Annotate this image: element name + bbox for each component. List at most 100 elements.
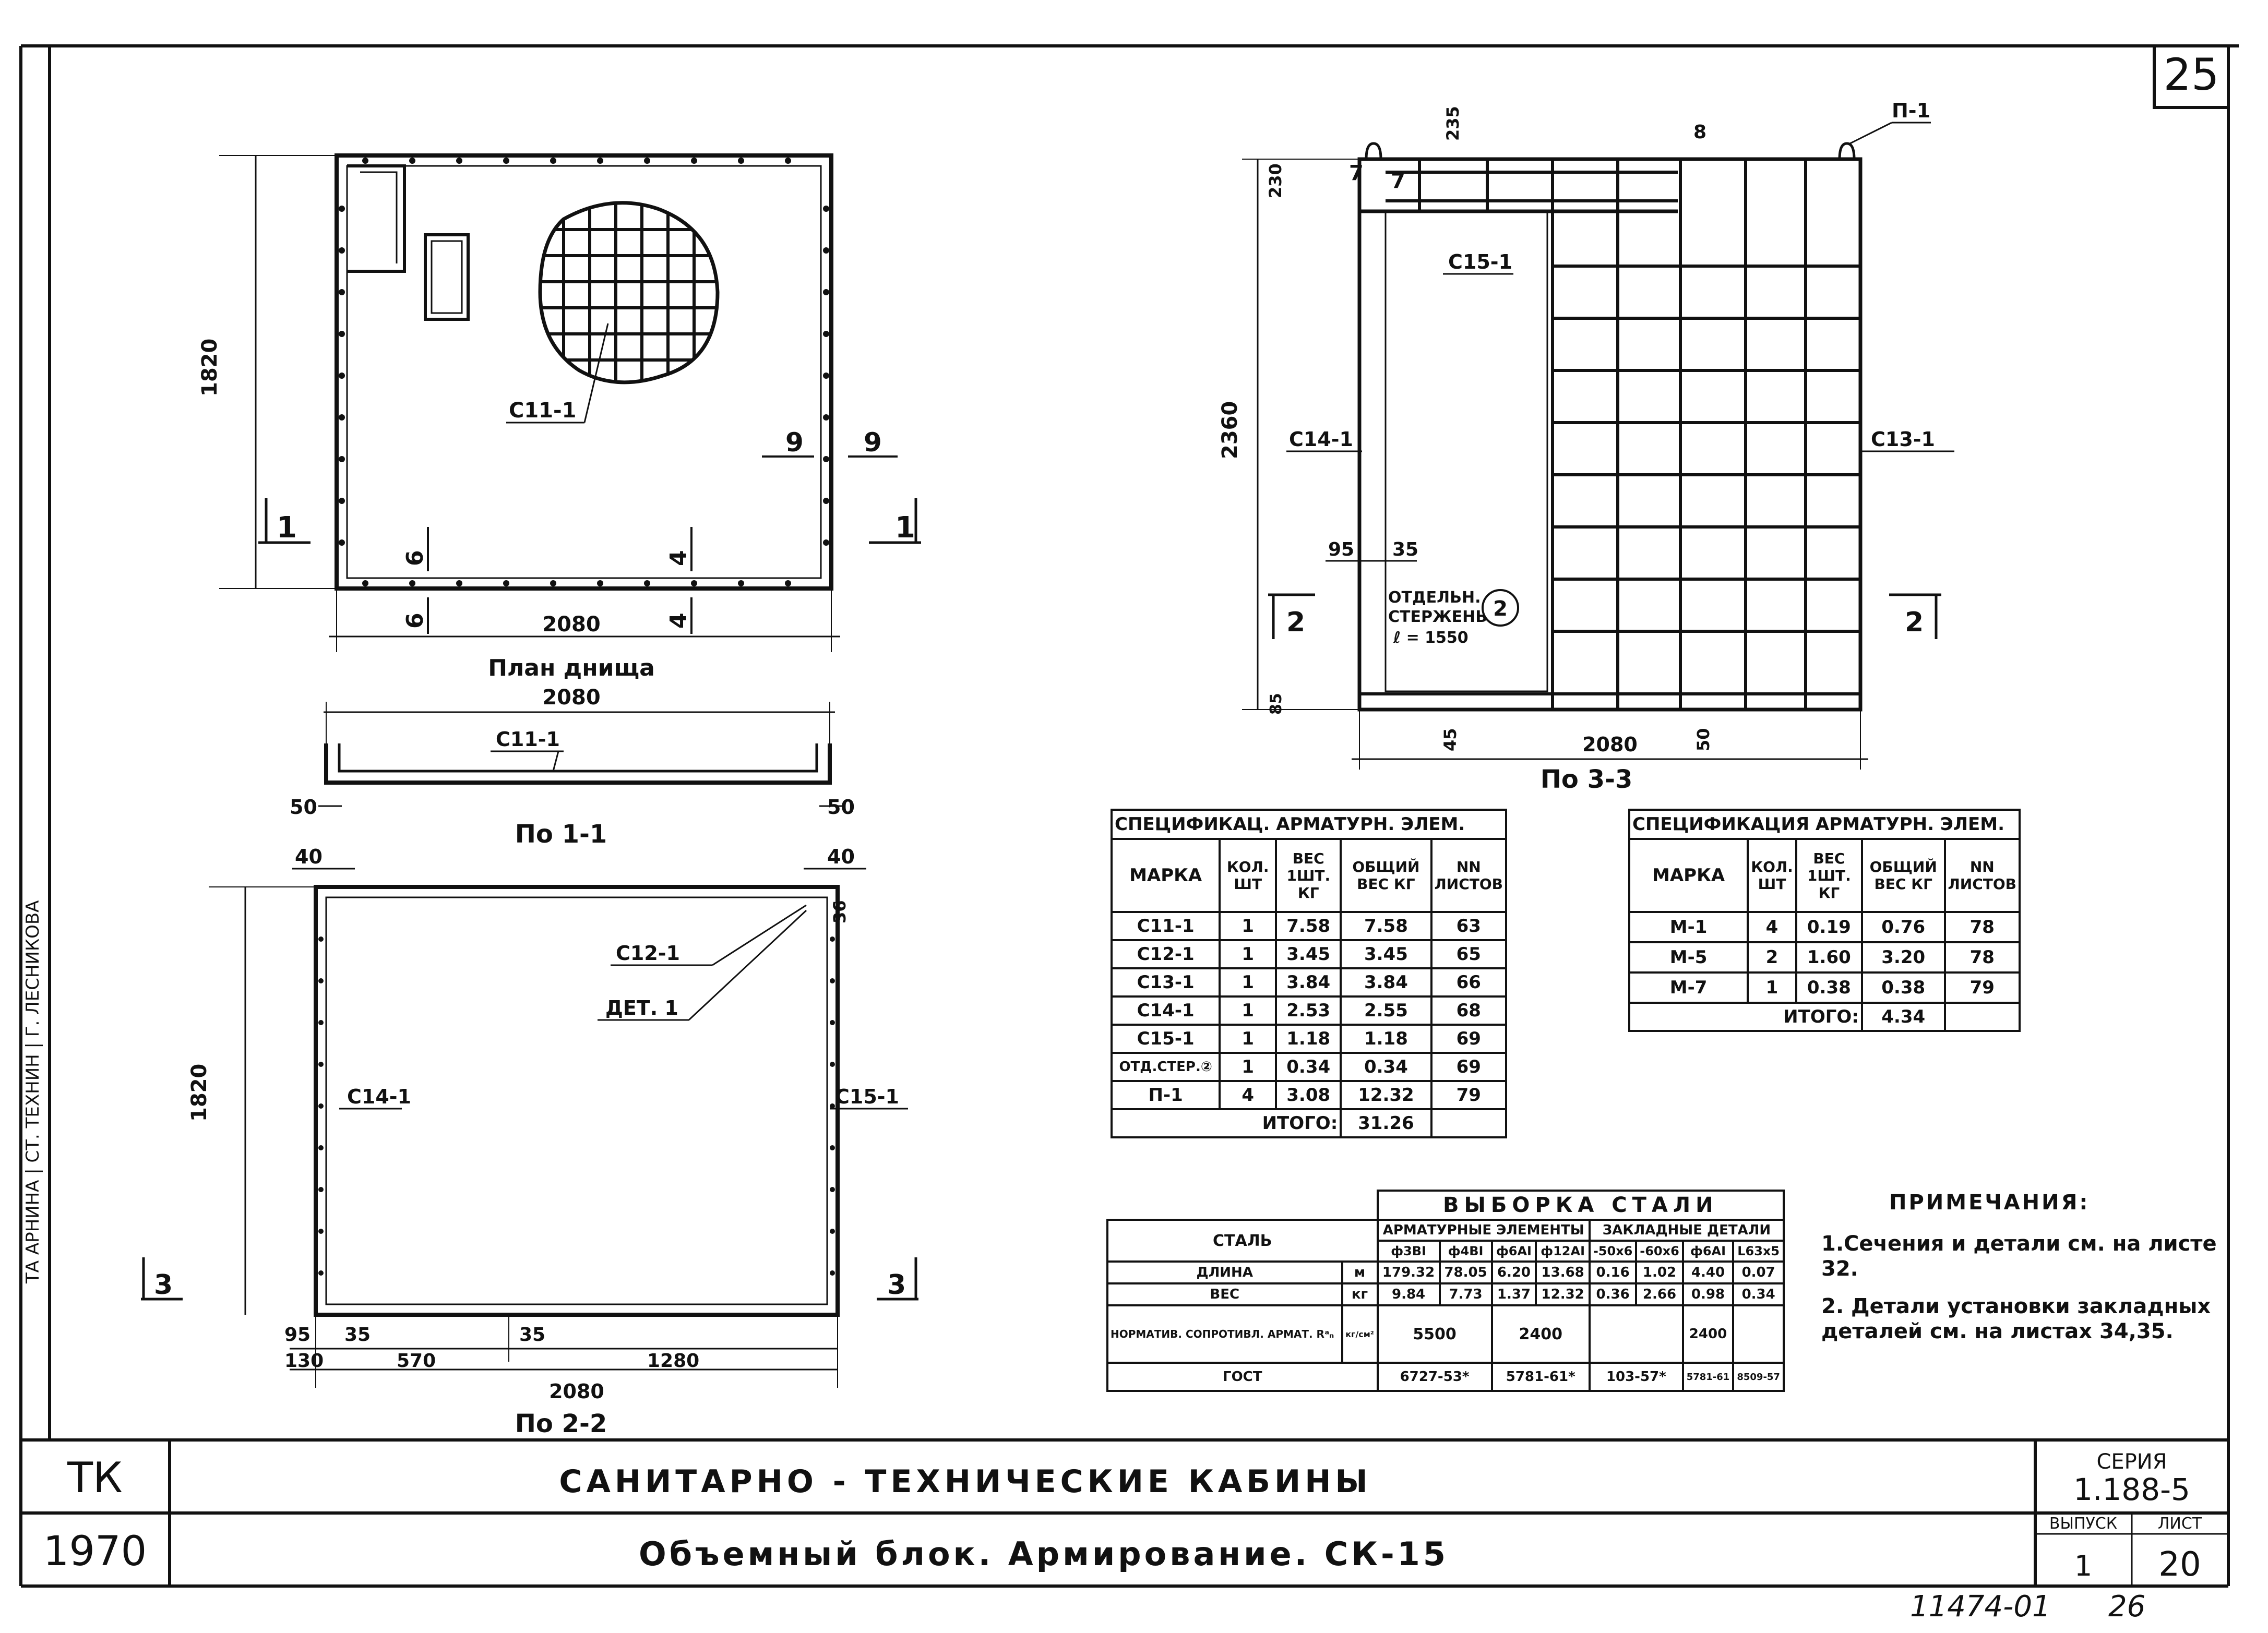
spec1-cell: 0.34 (1275, 1052, 1342, 1082)
spec1-cell: С11-1 (1110, 911, 1221, 941)
archive-number-2: 26 (2108, 1590, 2145, 1624)
spec1-cell: 2.55 (1340, 995, 1433, 1026)
sec22-d40-right: 40 (827, 845, 855, 868)
spec1-cell: П-1 (1110, 1080, 1221, 1110)
sec33-sec2-right: 2 (1905, 607, 1924, 638)
steel-norm: 5500 (1376, 1304, 1493, 1364)
stamp-vypusk: 1 (2074, 1550, 2092, 1582)
stamp-line1: САНИТАРНО - ТЕХНИЧЕСКИЕ КАБИНЫ (559, 1463, 1371, 1500)
spec1-cell: 1.18 (1275, 1024, 1342, 1054)
spec1-cell: С13-1 (1110, 967, 1221, 998)
margin-signatures: ТА АРНИНА | СТ. ТЕХНИН | Г. ЛЕСНИКОВА (22, 900, 43, 1284)
spec2-total-label: ИТОГО: (1628, 1002, 1863, 1032)
spec1-cell: 79 (1430, 1080, 1508, 1110)
steel-gost-label: ГОСТ (1106, 1362, 1379, 1392)
steel-length-label: ДЛИНА (1106, 1260, 1343, 1284)
spec1-h-wtot: ОБЩИЙ ВЕС КГ (1340, 838, 1433, 913)
spec2-cell: 1 (1747, 971, 1797, 1004)
steel-norm: 2400 (1490, 1304, 1591, 1364)
spec2-h-w1: ВЕС 1ШТ. КГ (1795, 838, 1863, 913)
sec22-mark-c15: С15-1 (835, 1085, 899, 1108)
sec22-d1280: 1280 (647, 1350, 699, 1372)
spec2-cell: М-5 (1628, 941, 1749, 974)
steel-weight-label: ВЕС (1106, 1282, 1343, 1306)
sec22-d35-right: 35 (519, 1324, 545, 1346)
plan-sec-1-left: 1 (277, 511, 297, 545)
sec33-d235: 235 (1443, 106, 1463, 141)
stamp-year: 1970 (43, 1528, 147, 1575)
spec1-cell: 3.84 (1340, 967, 1433, 998)
spec1-title: СПЕЦИФИКАЦ. АРМАТУРН. ЭЛЕМ. (1111, 809, 1507, 840)
spec2-title: СПЕЦИФИКАЦИЯ АРМАТУРН. ЭЛЕМ. (1628, 809, 2021, 840)
sec33-d85: 85 (1267, 693, 1285, 715)
steel-cell: 1.37 (1490, 1282, 1537, 1306)
steel-sub: L63х5 (1732, 1240, 1785, 1263)
steel-cell: 179.32 (1376, 1260, 1441, 1284)
sec22-mark-det: ДЕТ. 1 (605, 996, 678, 1019)
sheet-frame (19, 44, 2239, 1588)
steel-sub: ф6АI (1490, 1240, 1537, 1263)
stamp-seria-label: СЕРИЯ (2096, 1450, 2167, 1474)
steel-sub: ф12АI (1535, 1240, 1591, 1263)
spec1-cell: С12-1 (1110, 939, 1221, 969)
steel-sub: ф4ВI (1438, 1240, 1493, 1263)
spec1-cell: С15-1 (1110, 1024, 1221, 1054)
spec2-cell: М-7 (1628, 971, 1749, 1004)
stamp-vypusk-label: ВЫПУСК (2049, 1515, 2117, 1533)
sec22-d570: 570 (397, 1350, 436, 1372)
sec22-dim-w: 2080 (549, 1380, 604, 1403)
steel-cell: 0.07 (1732, 1260, 1785, 1284)
spec2-h-mark: МАРКА (1628, 838, 1749, 913)
spec2-cell: 4 (1747, 911, 1797, 943)
sec33-label-8: 8 (1693, 122, 1706, 143)
steel-gost: 103-57* (1588, 1362, 1684, 1392)
sec33-mark-c15: С15-1 (1448, 250, 1512, 273)
sec33-bar-text-3: ℓ = 1550 (1393, 629, 1469, 647)
spec1-cell: 1 (1219, 911, 1278, 941)
sec22-d130: 130 (284, 1350, 324, 1372)
steel-sub: ф6АI (1681, 1240, 1735, 1263)
spec1-cell: ОТД.СТЕР.② (1110, 1052, 1221, 1082)
plan-sec-4-top: 4 (665, 550, 692, 566)
sec33-label-7b: 7 (1391, 169, 1405, 193)
sec33-label-7a: 7 (1349, 161, 1364, 185)
steel-sub: ф3ВI (1376, 1240, 1441, 1263)
spec2-cell: 79 (1943, 971, 2021, 1004)
steel-table: ВЫБОРКА СТАЛИ СТАЛЬ АРМАТУРНЫЕ ЭЛЕМЕНТЫ … (1106, 1190, 1785, 1392)
spec1-cell: 4 (1219, 1080, 1278, 1110)
spec1-cell: 1 (1219, 939, 1278, 969)
spec1-cell: 65 (1430, 939, 1508, 969)
spec1-total-label: ИТОГО: (1110, 1108, 1342, 1138)
spec1-cell: 69 (1430, 1024, 1508, 1054)
steel-norm: 2400 (1681, 1304, 1735, 1364)
steel-cell: 0.16 (1588, 1260, 1638, 1284)
spec2-cell: 3.20 (1860, 941, 1946, 974)
archive-number: 11474-01 (1910, 1590, 2051, 1624)
plan-sec-6-bottom: 6 (402, 613, 428, 629)
sec33-bar-text-1: ОТДЕЛЬН. (1388, 589, 1481, 607)
sec22-d40-left: 40 (295, 845, 323, 868)
sec22-sec3-right: 3 (887, 1269, 906, 1301)
stamp-list: 20 (2158, 1545, 2201, 1584)
spec1-cell: 1 (1219, 1024, 1278, 1054)
notes-item-2: 2. Детали установки закладных деталей см… (1821, 1294, 2211, 1343)
sec33-mark-c14: С14-1 (1289, 428, 1353, 451)
plan-dim-h: 1820 (198, 339, 222, 397)
spec1-cell: 3.45 (1340, 939, 1433, 969)
steel-gost: 6727-53* (1376, 1362, 1493, 1392)
steel-cell: 1.02 (1635, 1260, 1684, 1284)
spec2-cell: 78 (1943, 941, 2021, 974)
spec2-h-sheets: NN ЛИСТОВ (1943, 838, 2021, 913)
sec33-d95: 95 (1328, 539, 1354, 560)
steel-cell: 0.36 (1588, 1282, 1638, 1306)
spec2-total: 4.34 (1860, 1002, 1946, 1032)
sec22-mark-c14: С14-1 (347, 1085, 411, 1108)
spec1-cell: С14-1 (1110, 995, 1221, 1026)
stamp-line2: Объемный блок. Армирование. СК-15 (639, 1535, 1449, 1573)
plan-dim-w: 2080 (542, 613, 600, 637)
notes-title: ПРИМЕЧАНИЯ: (1889, 1191, 2090, 1215)
steel-title: ВЫБОРКА СТАЛИ (1376, 1190, 1785, 1221)
sheet-number: 25 (2164, 49, 2219, 100)
steel-col-stal: СТАЛЬ (1106, 1219, 1379, 1263)
sec33-d35: 35 (1392, 539, 1418, 560)
